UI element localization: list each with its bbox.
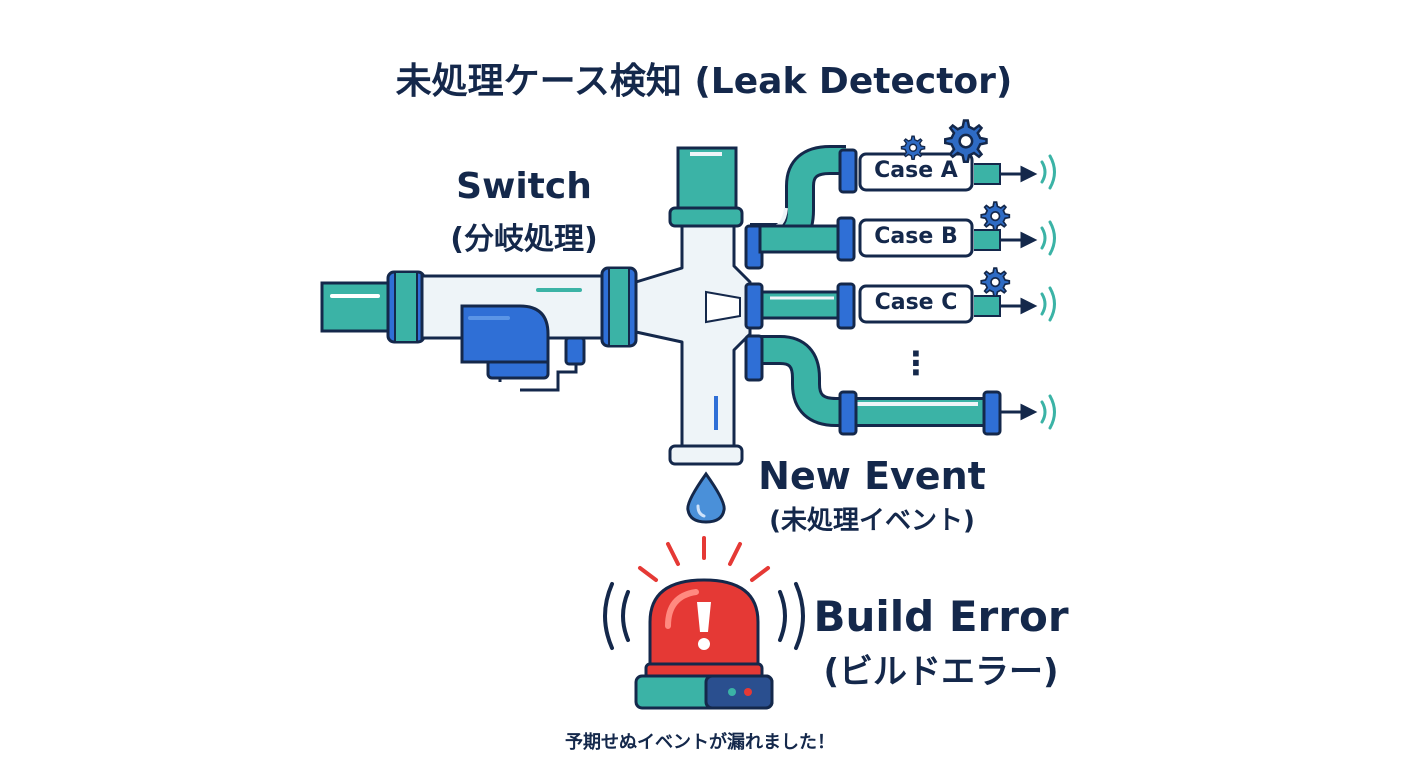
junction-pipe	[634, 146, 752, 466]
case-c-box	[858, 284, 974, 324]
case-b-label: Case B	[874, 224, 958, 249]
gear-icon	[944, 119, 988, 163]
page-title: 未処理ケース検知 (Leak Detector)	[395, 61, 1013, 102]
alarm-siren-icon	[603, 536, 805, 710]
case-a-label: Case A	[874, 158, 958, 183]
water-drop-icon	[686, 471, 726, 524]
gear-icon	[980, 267, 1011, 297]
branch-pipe-default	[744, 334, 1002, 436]
new-event-label: New Event	[758, 454, 986, 498]
branch-pipe-b	[758, 216, 1001, 262]
signal-wave-icon	[1040, 154, 1056, 190]
more-cases-indicator: ⋮	[900, 344, 932, 382]
gear-icon	[900, 135, 926, 161]
gear-icon	[980, 201, 1011, 231]
signal-wave-icon	[1040, 220, 1056, 256]
switch-label: Switch	[456, 166, 592, 207]
build-error-label: Build Error	[813, 592, 1069, 641]
case-c-label: Case C	[874, 290, 958, 315]
inflow-pipe	[320, 266, 638, 348]
signal-wave-icon	[1040, 286, 1056, 322]
arrow-right-icon	[1000, 165, 1038, 421]
new-event-sublabel: (未処理イベント)	[769, 506, 975, 536]
signal-wave-icon	[1040, 394, 1056, 430]
exclamation-icon	[697, 602, 711, 650]
valve-icon	[460, 304, 586, 392]
switch-sublabel: (分岐処理)	[450, 222, 598, 257]
caption-text: 予期せぬイベントが漏れました！	[565, 732, 835, 753]
build-error-sublabel: (ビルドエラー)	[823, 652, 1059, 692]
case-b-box	[858, 218, 974, 258]
